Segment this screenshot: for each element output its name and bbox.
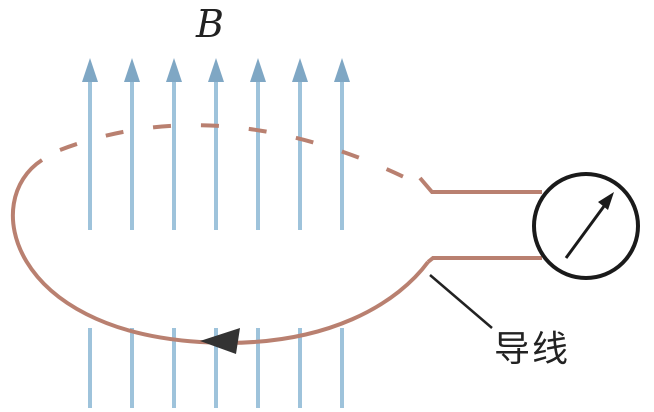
- lead-wire-top: [418, 176, 542, 194]
- magnetic-field-symbol: B: [196, 2, 224, 46]
- galvanometer-icon: [532, 172, 640, 280]
- lead-wire-bottom: [426, 256, 542, 264]
- wire-loop-back-dashed: [59, 123, 431, 192]
- current-direction-arrow-icon: [200, 328, 240, 354]
- magnetic-field-lines: [82, 58, 350, 408]
- field-line-arrowhead-icon: [334, 58, 350, 82]
- wire-label: 导线: [494, 329, 571, 370]
- wire-leader-line: [429, 274, 493, 329]
- field-line-arrowhead-icon: [82, 58, 98, 82]
- wire-loop-front: [10, 158, 430, 345]
- field-line-arrowhead-icon: [208, 58, 224, 82]
- field-line-arrowhead-icon: [292, 58, 308, 82]
- field-line-arrowhead-icon: [166, 58, 182, 82]
- field-line-arrowhead-icon: [124, 58, 140, 82]
- field-line-arrowhead-icon: [250, 58, 266, 82]
